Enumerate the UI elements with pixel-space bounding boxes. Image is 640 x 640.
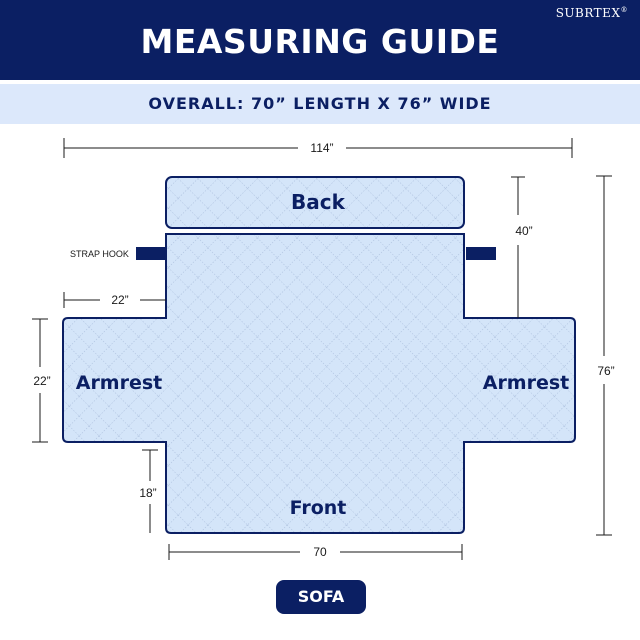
total-width-label: 114” (310, 141, 333, 155)
overall-dimensions: OVERALL: 70” LENGTH X 76” WIDE (148, 94, 492, 113)
front-height-line (142, 449, 158, 533)
summary-band (0, 84, 640, 124)
total-height-line (596, 175, 612, 536)
front-label: Front (290, 497, 347, 519)
armrest-left-label: Armrest (76, 372, 163, 394)
brand-logo: SUBRTEX® (556, 6, 628, 20)
sofa-badge (276, 580, 366, 614)
brand-name: SUBRTEX (555, 6, 621, 20)
page-title: MEASURING GUIDE (140, 22, 500, 61)
total-width-line (63, 138, 573, 158)
measuring-diagram: 114” STRAP HOOK Back Armrest Armrest Fro… (32, 138, 615, 560)
strap-hook-right (466, 247, 496, 260)
total-height-label: 76” (597, 364, 614, 378)
arm-height-label: 22” (33, 374, 50, 388)
seat-width-label: 70 (313, 545, 327, 559)
strap-hook-label: STRAP HOOK (70, 249, 129, 259)
strap-hook-left (136, 247, 166, 260)
header-bar (0, 0, 640, 80)
back-panel (165, 176, 465, 229)
seat-cover-body (62, 233, 576, 534)
back-label: Back (291, 190, 346, 214)
sofa-badge-label: SOFA (297, 587, 345, 606)
seat-width-line (168, 544, 463, 560)
arm-inset-line (63, 292, 166, 308)
front-height-label: 18” (139, 486, 156, 500)
registered-mark: ® (620, 6, 628, 14)
back-height-line (511, 176, 525, 318)
back-height-label: 40” (515, 224, 532, 238)
arm-inset-label: 22” (111, 293, 128, 307)
arm-height-line (32, 318, 48, 443)
armrest-right-label: Armrest (483, 372, 570, 394)
